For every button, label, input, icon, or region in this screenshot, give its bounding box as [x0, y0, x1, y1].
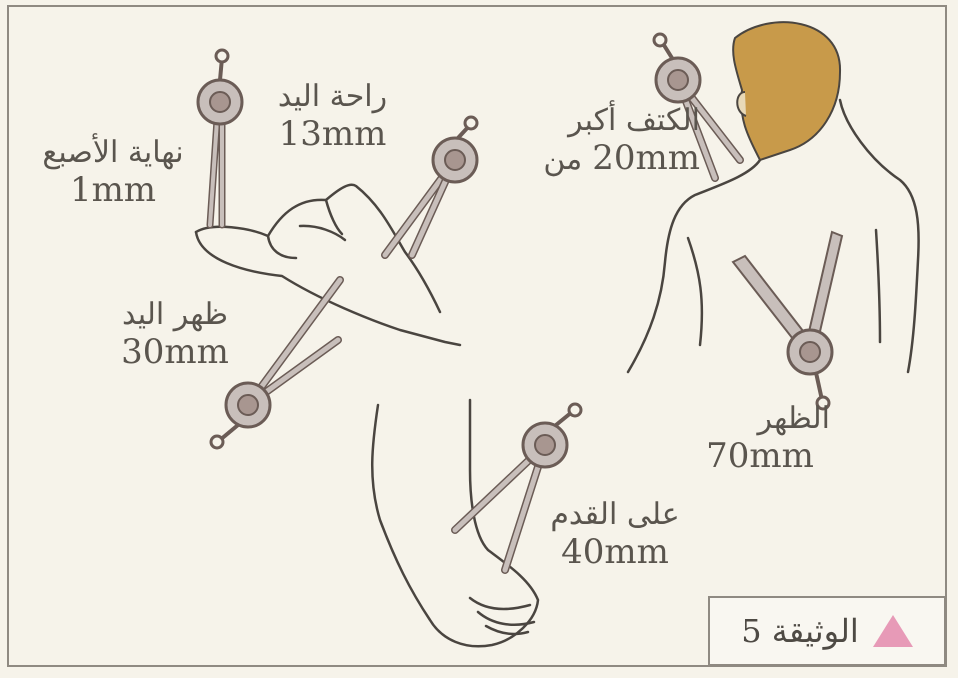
label-palm: راحة اليد 13mm: [250, 80, 415, 154]
triangle-marker-icon: [873, 615, 913, 647]
document-label: الوثيقة 5: [741, 612, 859, 650]
label-fingertip: نهاية الأصبع 1mm: [18, 136, 208, 210]
document-badge: الوثيقة 5: [708, 596, 946, 666]
label-back-name: الظهر: [690, 402, 830, 437]
label-shoulder-name-line1: الكتف أكبر: [490, 104, 700, 139]
label-fingertip-value: 1mm: [18, 171, 208, 210]
foot: [372, 400, 538, 646]
label-shoulder-name-line2: من: [543, 143, 582, 178]
label-back-value: 70mm: [690, 437, 830, 476]
label-fingertip-name: نهاية الأصبع: [18, 136, 208, 171]
label-back-of-hand-name: ظهر اليد: [100, 298, 250, 333]
label-shoulder-value: 20mm: [592, 139, 700, 178]
label-foot-name: على القدم: [530, 498, 700, 533]
label-back: الظهر 70mm: [690, 402, 830, 476]
label-shoulder-line2: من 20mm: [490, 139, 700, 178]
ear: [737, 92, 746, 116]
label-foot-value: 40mm: [530, 533, 700, 572]
label-palm-value: 13mm: [250, 115, 415, 154]
label-palm-name: راحة اليد: [250, 80, 415, 115]
label-back-of-hand: ظهر اليد 30mm: [100, 298, 250, 372]
label-back-of-hand-value: 30mm: [100, 333, 250, 372]
label-shoulder: الكتف أكبر من 20mm: [490, 104, 700, 178]
compass-back: [733, 232, 842, 409]
head-hair: [733, 22, 840, 160]
label-foot: على القدم 40mm: [530, 498, 700, 572]
